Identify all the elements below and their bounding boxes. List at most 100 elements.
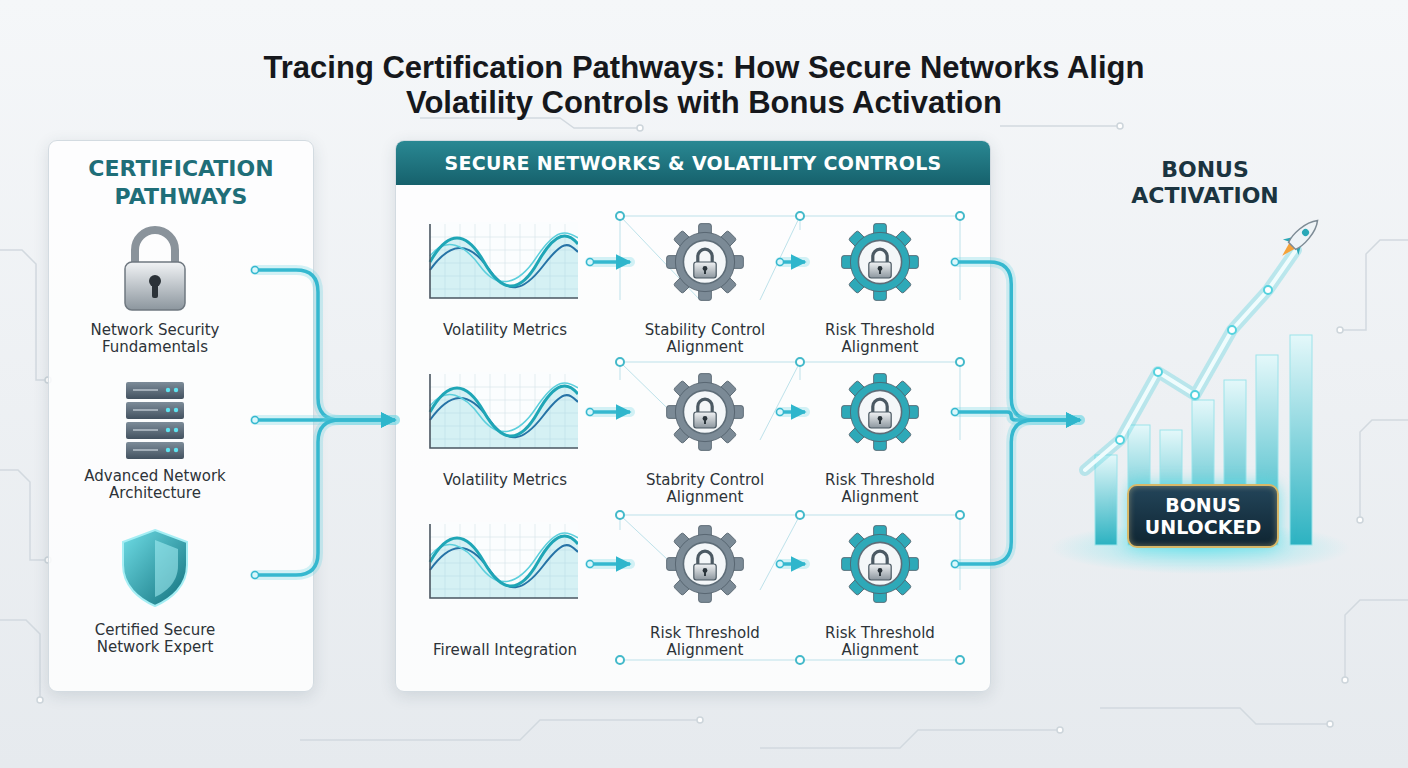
- mesh-dots: [796, 358, 804, 366]
- server-icon: [126, 422, 184, 439]
- server-icon: [174, 388, 178, 392]
- lock-icon: [135, 230, 175, 268]
- lock-icon: [152, 284, 158, 298]
- icon-label-node: Stabrity Control Alignment: [630, 370, 780, 506]
- node-text: Risk Threshold Alignment: [805, 322, 955, 356]
- arrow-start-dot: [952, 561, 959, 568]
- icon-label-node: Certified Secure Network Expert: [55, 525, 255, 656]
- mesh-lines: [620, 515, 700, 590]
- circuit-pads: [37, 697, 43, 703]
- mesh-lines: [960, 515, 961, 590]
- arrow-glow: [255, 420, 395, 575]
- arrow-glow: [590, 559, 630, 569]
- mesh-lines: [620, 216, 960, 660]
- flow-arrow: [252, 417, 396, 424]
- flow-arrow: [777, 561, 806, 568]
- rocket-icon: [1301, 228, 1311, 238]
- flow-arrow: [587, 259, 631, 266]
- bonus-chart: [1116, 286, 1272, 444]
- circuit-traces: [1345, 600, 1408, 680]
- flow-arrow: [777, 409, 806, 416]
- panel-box: SECURE NETWORKS & VOLATILITY CONTROLSVol…: [395, 140, 991, 692]
- shield-icon: [123, 530, 187, 606]
- arrow-line: [590, 410, 630, 414]
- bonus-chart: [1085, 250, 1296, 470]
- arrow-glow: [955, 412, 1080, 420]
- server-icon: [166, 448, 170, 452]
- mesh-dots: [796, 212, 804, 220]
- rocket-icon: [1274, 213, 1325, 264]
- circuit-traces: [1000, 125, 1120, 127]
- arrow-glow: [255, 270, 395, 420]
- icon-label-node: Risk Threshold Alignment: [630, 522, 780, 659]
- mesh-lines: [760, 515, 800, 590]
- gear-lock-icons: [842, 224, 919, 301]
- lock-icon: [125, 262, 185, 310]
- mesh-lines: [620, 216, 621, 300]
- icon-label-node: Risk Threshold Alignment: [805, 522, 955, 659]
- gear-lock-icons: [667, 526, 744, 603]
- metric-charts: [428, 222, 578, 300]
- arrow-start-dot: [952, 259, 959, 266]
- metric-charts: [428, 222, 578, 600]
- mesh-dots: [956, 358, 964, 366]
- arrow-start-dot: [252, 267, 259, 274]
- gear-lock-icons: [667, 224, 919, 603]
- mesh-lines: [620, 660, 960, 661]
- bonus-chart: [1085, 250, 1296, 470]
- mesh-dots: [616, 212, 964, 664]
- node-text: Risk Threshold Alignment: [805, 472, 955, 506]
- node-text: SECURE NETWORKS & VOLATILITY CONTROLS: [396, 141, 990, 185]
- circuit-traces: [0, 118, 1408, 748]
- server-icon: [126, 382, 184, 399]
- mesh-lines: [800, 362, 801, 380]
- circuit-pads: [1357, 517, 1363, 523]
- arrow-line: [590, 260, 630, 264]
- server-icon: [126, 442, 184, 459]
- arrow-line: [255, 418, 395, 422]
- flow-arrow: [252, 267, 396, 421]
- circuit-pads: [1327, 721, 1333, 727]
- icon-label-node: Advanced Network Architecture: [55, 375, 255, 502]
- icon-label-node: Stability Control Alignment: [630, 220, 780, 356]
- server-icon: [166, 428, 170, 432]
- arrow-glow: [590, 257, 630, 267]
- circuit-traces: [0, 250, 48, 380]
- mesh-lines: [620, 515, 960, 516]
- server-icon: [174, 448, 178, 452]
- mesh-dots: [616, 212, 624, 220]
- arrow-glow: [780, 257, 805, 267]
- node-text: Certified Secure Network Expert: [75, 622, 235, 656]
- bonus-chart: [1191, 391, 1199, 399]
- circuit-pads: [1117, 123, 1123, 129]
- metric-charts: [428, 372, 578, 450]
- mesh-lines: [620, 362, 960, 363]
- mesh-dots: [616, 656, 624, 664]
- arrow-glow: [955, 262, 1080, 420]
- gear-lock-icons: [667, 224, 744, 301]
- arrow-line: [955, 412, 1080, 420]
- circuit-pads: [697, 717, 703, 723]
- circuit-traces: [0, 470, 48, 560]
- arrow-start-dot: [952, 409, 959, 416]
- node-text: Stabrity Control Alignment: [630, 472, 780, 506]
- mesh-lines: [760, 216, 800, 300]
- mesh-dots: [796, 511, 804, 519]
- arrow-start-dot: [587, 259, 594, 266]
- gear-lock-icons: [842, 526, 919, 603]
- metric-charts: [428, 522, 578, 600]
- arrow-line: [780, 410, 805, 414]
- circuit-pads: [1342, 677, 1348, 683]
- mesh-lines: [620, 362, 621, 380]
- mesh-dots: [956, 656, 964, 664]
- arrow-start-dot: [252, 417, 259, 424]
- node-text: Firewall Integration: [433, 642, 577, 659]
- arrow-start-dot: [777, 409, 784, 416]
- gear-lock-icons: [667, 374, 744, 451]
- panel-box: CERTIFICATION PATHWAYSNetwork Security F…: [48, 140, 314, 692]
- circuit-traces: [0, 620, 40, 700]
- bonus-chart: [1154, 368, 1162, 376]
- mesh-lines: [620, 216, 700, 300]
